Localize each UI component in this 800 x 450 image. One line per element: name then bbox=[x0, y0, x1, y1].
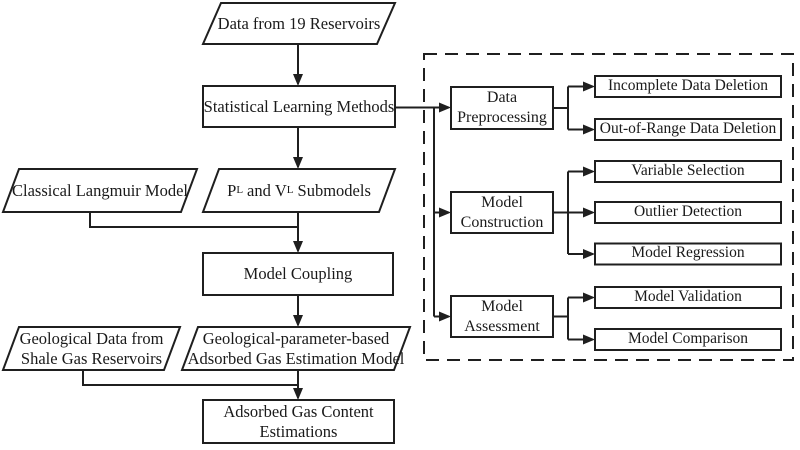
shape-model-comparison bbox=[594, 328, 782, 351]
node-data-source-label: Data from 19 Reservoirs bbox=[217, 13, 381, 33]
shape-outlier-detection bbox=[594, 201, 782, 224]
shape-variable-selection bbox=[594, 160, 782, 183]
step-model-validation: Model Validation bbox=[634, 288, 742, 306]
node-estimation-model-label: Geological-parameter-based Adsorbed Gas … bbox=[182, 327, 410, 370]
group-model-assessment-line2: Assessment bbox=[464, 317, 540, 335]
group-model-assessment-line1: Model bbox=[481, 297, 523, 315]
step-variable-selection: Variable Selection bbox=[631, 162, 745, 180]
elbow-langmuir-join bbox=[89, 211, 297, 228]
shape-model-coupling bbox=[202, 252, 394, 296]
shape-data-preprocessing bbox=[450, 86, 554, 130]
step-out-of-range-data-deletion: Out-of-Range Data Deletion bbox=[599, 120, 777, 138]
shape-data-source bbox=[201, 2, 397, 45]
connector-lines bbox=[82, 44, 595, 400]
shape-geological-data bbox=[1, 326, 182, 371]
shape-submodels bbox=[201, 168, 397, 213]
node-model-coupling-label: Model Coupling bbox=[243, 264, 353, 284]
shape-model-validation bbox=[594, 286, 782, 309]
shape-model-assessment bbox=[450, 295, 554, 338]
dashed-frame bbox=[423, 53, 794, 361]
geological-data-line1: Geological Data from bbox=[19, 328, 164, 348]
estimation-model-line2: Adsorbed Gas Estimation Model bbox=[187, 348, 405, 368]
shape-classical-langmuir bbox=[1, 168, 199, 213]
step-model-regression: Model Regression bbox=[631, 244, 745, 262]
submodels-rest: Submodels bbox=[297, 180, 371, 200]
step-model-comparison: Model Comparison bbox=[627, 330, 749, 348]
group-model-assessment-label: Model Assessment bbox=[451, 296, 553, 337]
output-line1: Adsorbed Gas Content bbox=[223, 401, 374, 421]
group-data-preprocessing-line2: Preprocessing bbox=[457, 109, 547, 126]
branch-preprocessing bbox=[553, 86, 569, 130]
submodels-v-subscript: L bbox=[286, 183, 294, 196]
group-data-preprocessing-label: Data Preprocessing bbox=[451, 87, 553, 129]
node-shapes bbox=[1, 2, 782, 444]
output-line2: Estimations bbox=[259, 421, 338, 441]
shape-outofrange-deletion bbox=[594, 118, 782, 141]
node-classical-langmuir-label: Classical Langmuir Model bbox=[12, 180, 188, 200]
shape-estimation-model bbox=[180, 326, 412, 371]
submodels-p-subscript: L bbox=[236, 183, 244, 196]
estimation-model-line1: Geological-parameter-based bbox=[202, 328, 390, 348]
elbow-geodata-join bbox=[82, 369, 297, 386]
node-geological-data-label: Geological Data from Shale Gas Reservoir… bbox=[3, 327, 180, 370]
group-model-construction-line1: Model bbox=[481, 193, 523, 211]
shape-model-construction bbox=[450, 191, 554, 234]
branch-construction bbox=[553, 171, 569, 254]
branch-assessment bbox=[553, 297, 569, 340]
submodels-p: P bbox=[227, 180, 237, 200]
group-model-construction-label: Model Construction bbox=[451, 192, 553, 233]
shape-output bbox=[202, 399, 395, 444]
node-output-label: Adsorbed Gas Content Estimations bbox=[203, 400, 394, 443]
step-outlier-detection: Outlier Detection bbox=[633, 203, 743, 221]
shape-incomplete-deletion bbox=[594, 75, 782, 98]
step-incomplete-data-deletion: Incomplete Data Deletion bbox=[607, 77, 769, 95]
shape-model-regression bbox=[594, 242, 782, 266]
node-statistical-learning-label: Statistical Learning Methods bbox=[203, 96, 395, 116]
group-data-preprocessing-line1: Data bbox=[486, 89, 518, 107]
shape-statistical-learning bbox=[202, 85, 396, 128]
submodels-v: V bbox=[274, 180, 287, 200]
group-model-construction-line2: Construction bbox=[460, 213, 544, 231]
geological-data-line2: Shale Gas Reservoirs bbox=[20, 348, 163, 368]
submodels-and: and bbox=[247, 180, 271, 200]
